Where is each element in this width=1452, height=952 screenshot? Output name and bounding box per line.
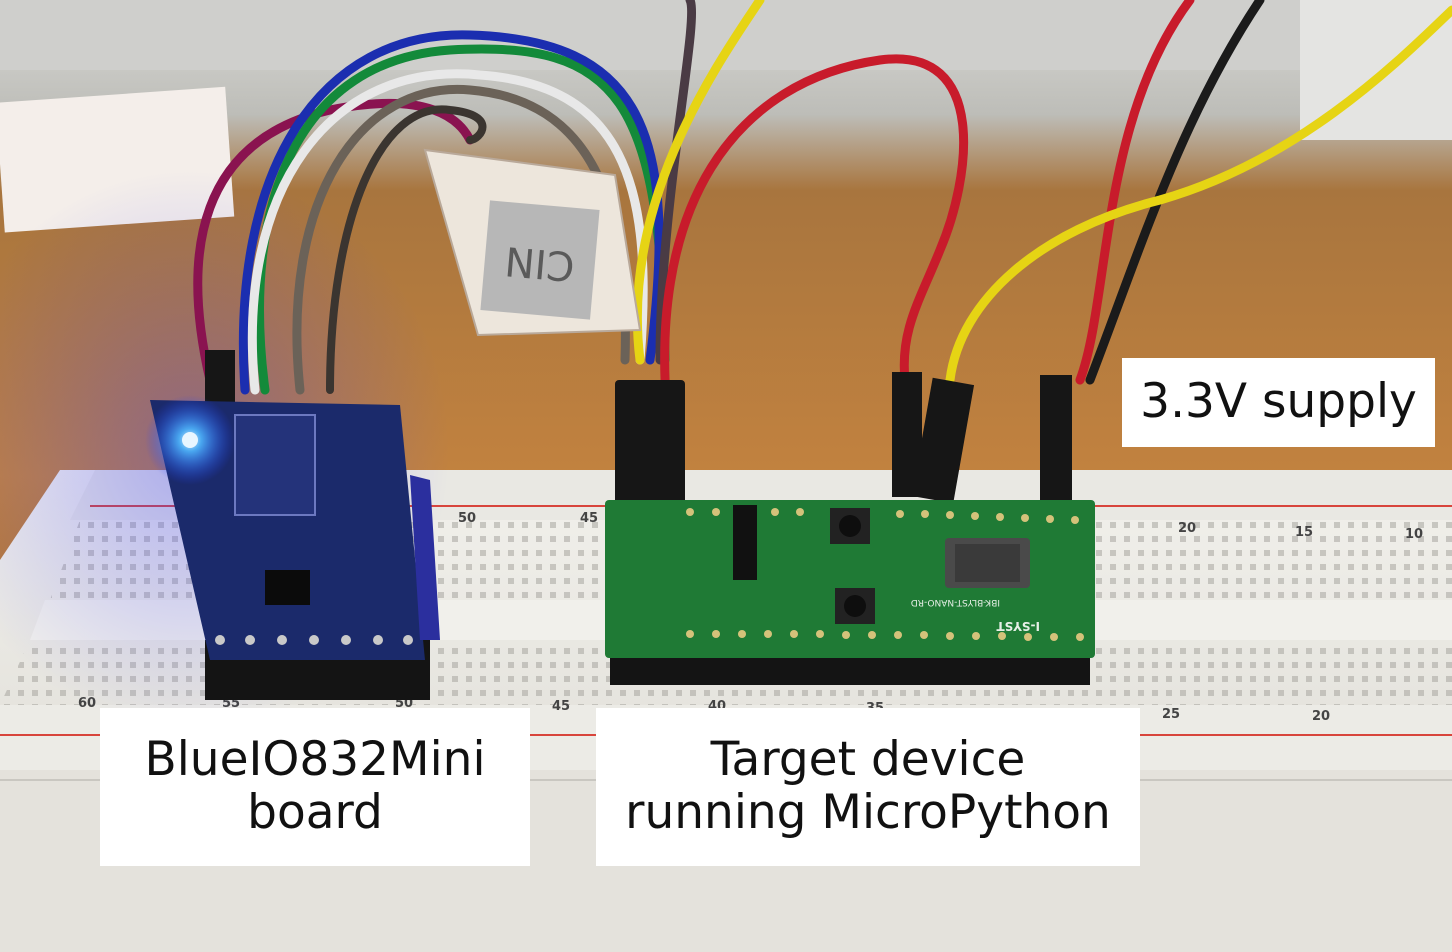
blueio-board bbox=[145, 395, 440, 700]
svg-text:15: 15 bbox=[1295, 525, 1313, 540]
jumper-wires bbox=[193, 0, 1452, 445]
svg-text:10: 10 bbox=[1405, 527, 1423, 542]
supply-label: 3.3V supply bbox=[1122, 358, 1435, 447]
svg-text:45: 45 bbox=[580, 511, 598, 526]
target-label-line2: running MicroPython bbox=[625, 785, 1111, 840]
target-label-line1: Target device bbox=[710, 732, 1026, 788]
svg-text:25: 25 bbox=[1162, 707, 1180, 722]
blueio-label-line1: BlueIO832Mini bbox=[144, 732, 486, 788]
target-label: Target device running MicroPython bbox=[596, 708, 1140, 866]
blueio-label: BlueIO832Mini board bbox=[100, 708, 530, 866]
svg-text:I-SYST: I-SYST bbox=[996, 619, 1040, 633]
svg-text:CIN: CIN bbox=[503, 237, 576, 289]
svg-text:45: 45 bbox=[552, 699, 570, 714]
supply-label-text: 3.3V supply bbox=[1140, 374, 1417, 430]
tape-label: CIN bbox=[423, 148, 642, 337]
svg-text:IBK-BLYST-NANO-RD: IBK-BLYST-NANO-RD bbox=[911, 597, 1000, 607]
svg-text:20: 20 bbox=[1312, 709, 1330, 724]
target-board: IBK-BLYST-NANO-RD I-SYST bbox=[605, 500, 1095, 685]
blueio-label-line2: board bbox=[247, 785, 383, 840]
svg-text:50: 50 bbox=[458, 511, 476, 526]
svg-text:20: 20 bbox=[1178, 521, 1196, 536]
